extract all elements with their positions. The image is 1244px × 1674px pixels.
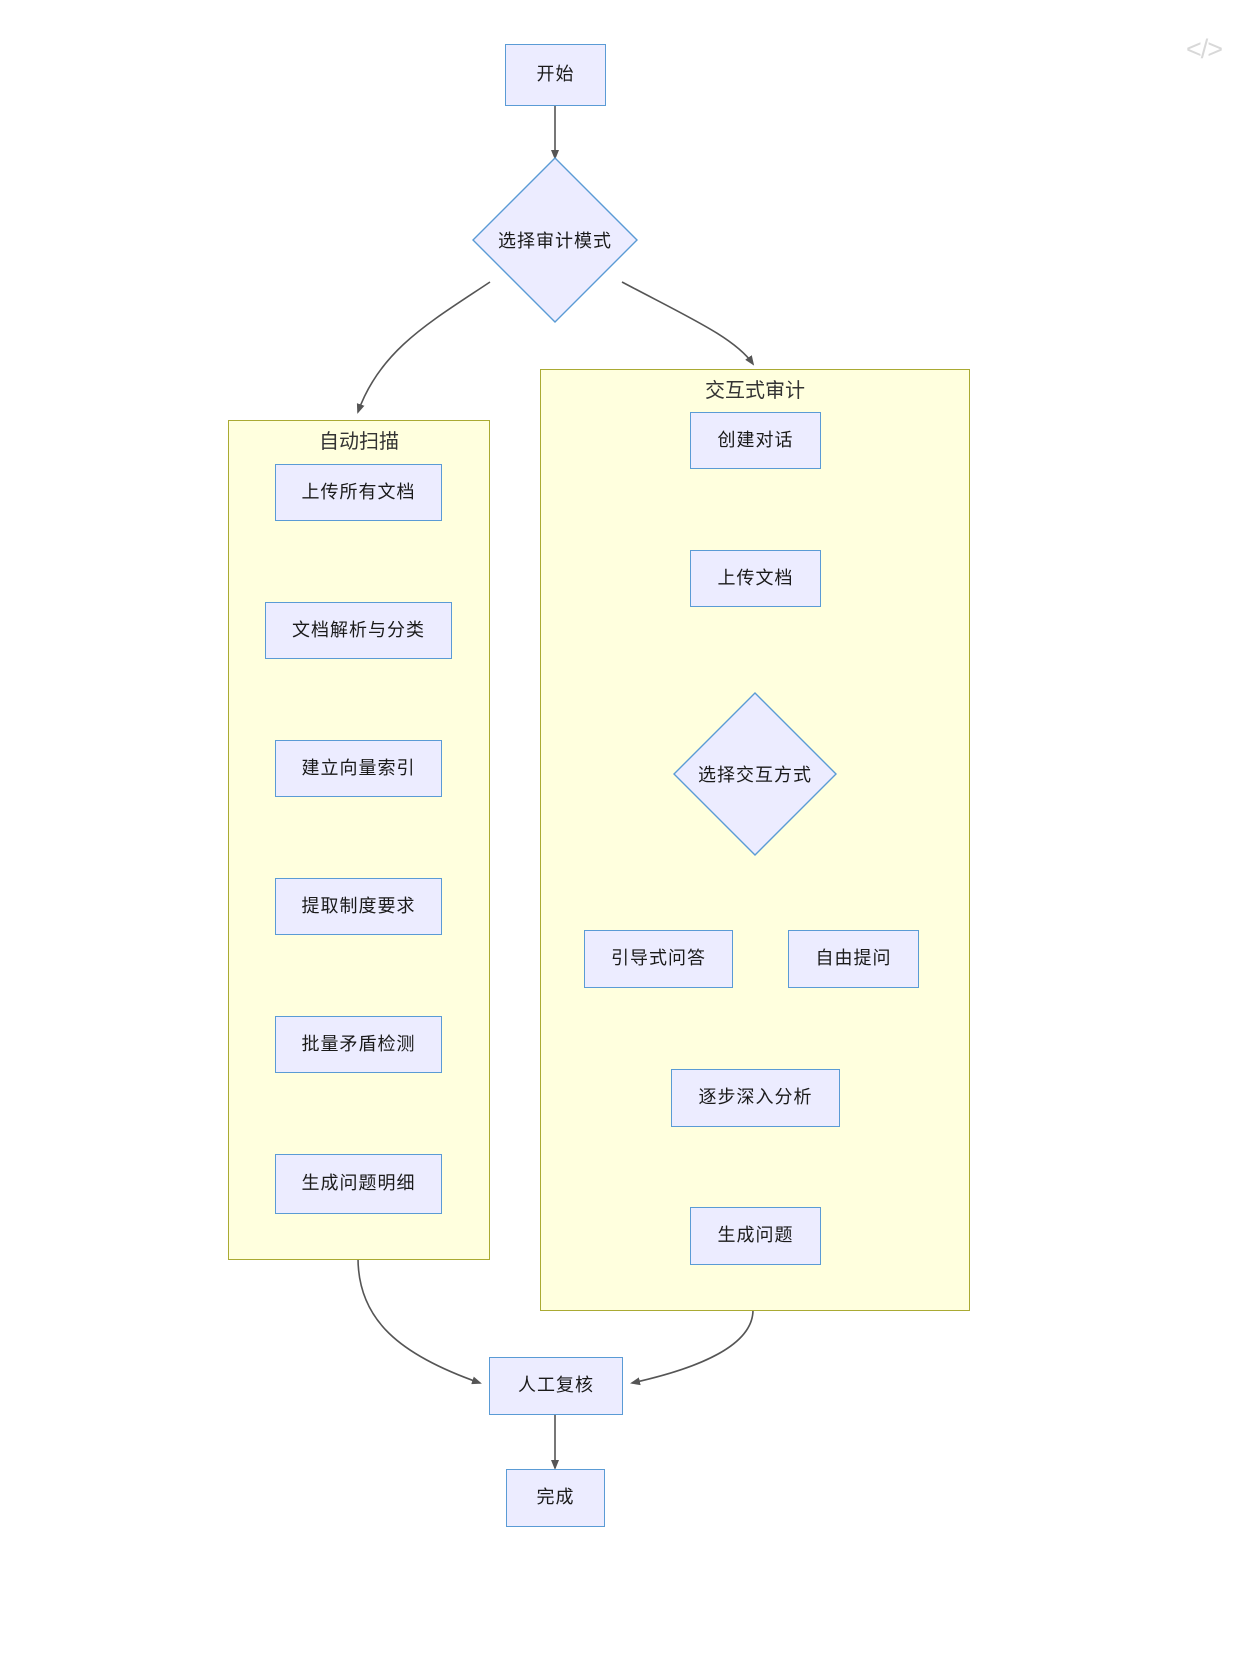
subgraph-auto-scan-title: 自动扫描	[319, 431, 399, 453]
node-extract-rules[interactable]: 提取制度要求	[275, 878, 442, 935]
node-vector-index[interactable]: 建立向量索引	[275, 740, 442, 797]
subgraph-interactive-audit-title: 交互式审计	[705, 380, 805, 402]
edge-mode-to-interactive	[621, 281, 755, 366]
code-icon: </>	[1185, 34, 1223, 64]
edge-autoscan-to-review	[357, 1257, 482, 1385]
node-start[interactable]: 开始	[505, 44, 606, 106]
node-generate-detail[interactable]: 生成问题明细	[275, 1154, 442, 1214]
node-parse-classify[interactable]: 文档解析与分类	[265, 602, 452, 659]
node-batch-conflict[interactable]: 批量矛盾检测	[275, 1016, 442, 1073]
node-mode-decision[interactable]: 选择审计模式	[472, 157, 638, 323]
subgraph-auto-scan: 自动扫描	[228, 420, 490, 1260]
node-deep-analysis[interactable]: 逐步深入分析	[671, 1069, 840, 1127]
node-interaction-decision[interactable]: 选择交互方式	[673, 692, 837, 856]
node-finish[interactable]: 完成	[506, 1469, 605, 1527]
diamond-shape	[673, 692, 837, 856]
node-create-chat[interactable]: 创建对话	[690, 412, 821, 469]
node-upload-doc[interactable]: 上传文档	[690, 550, 821, 607]
node-guided-qa[interactable]: 引导式问答	[584, 930, 733, 988]
diamond-shape	[472, 157, 638, 323]
node-upload-all[interactable]: 上传所有文档	[275, 464, 442, 521]
edge-mode-to-autoscan	[356, 281, 491, 414]
node-generate-question[interactable]: 生成问题	[690, 1207, 821, 1265]
edge-interactive-to-review	[630, 1309, 754, 1386]
node-free-ask[interactable]: 自由提问	[788, 930, 919, 988]
node-manual-review[interactable]: 人工复核	[489, 1357, 623, 1415]
